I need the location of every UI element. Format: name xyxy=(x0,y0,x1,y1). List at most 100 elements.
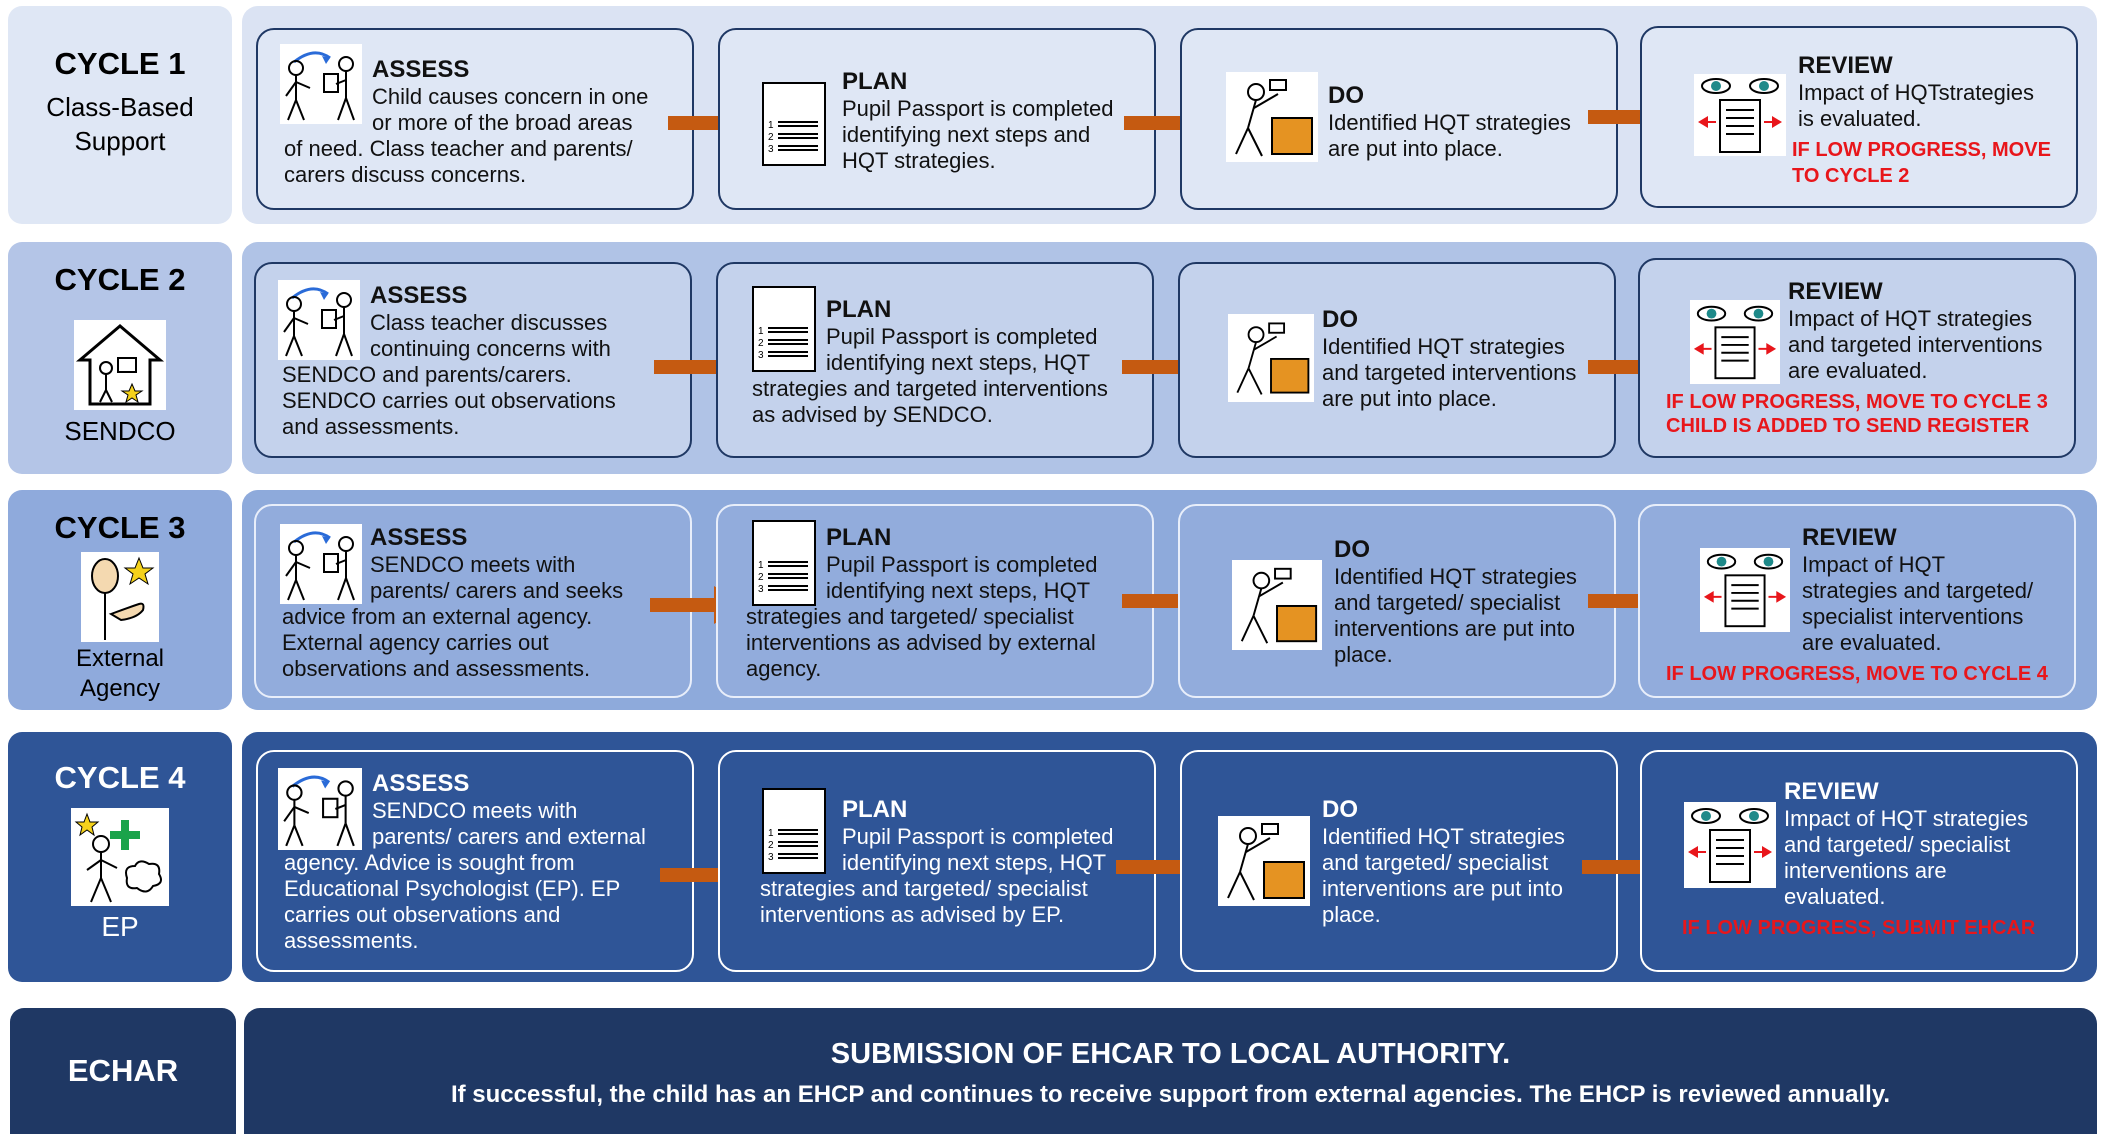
do-line: Identified HQT strategies xyxy=(1334,564,1577,589)
review-warning: IF LOW PROGRESS, MOVE TO CYCLE 4 xyxy=(1666,663,2048,685)
cycle-1-subtitle-line2: Support xyxy=(74,126,166,156)
assess-heading: ASSESS xyxy=(372,56,470,83)
do-heading: DO xyxy=(1328,82,1364,109)
cycle-2-subtitle: SENDCO xyxy=(64,416,176,446)
review-line: interventions are xyxy=(1784,858,1947,883)
do-line: Identified HQT strategies xyxy=(1322,334,1565,359)
cycle-2-assess-card: ASSESS Class teacher discusses continuin… xyxy=(254,262,692,458)
svg-text:3: 3 xyxy=(768,852,774,863)
plan-line: interventions as advised by EP. xyxy=(760,902,1065,927)
sendco-house-icon xyxy=(74,320,166,410)
ep-icon xyxy=(71,808,169,906)
svg-text:1: 1 xyxy=(768,120,774,131)
assess-line: advice from an external agency. xyxy=(282,604,593,629)
cycle-4-assess-card: ASSESS SENDCO meets with parents/ carers… xyxy=(256,750,694,972)
assess-line: assessments. xyxy=(284,928,419,953)
plan-line: Pupil Passport is completed xyxy=(842,824,1114,849)
review-warning: IF LOW PROGRESS, MOVE xyxy=(1792,139,2051,161)
svg-text:3: 3 xyxy=(758,584,764,595)
assess-line: SENDCO meets with xyxy=(372,798,578,823)
review-line: Impact of HQT xyxy=(1802,552,1946,577)
assess-icon xyxy=(278,280,360,360)
do-line: Identified HQT strategies xyxy=(1322,824,1565,849)
cycle-3-subtitle-line1: External xyxy=(75,645,165,672)
external-agency-icon xyxy=(81,552,159,642)
assess-heading: ASSESS xyxy=(370,524,468,551)
review-heading: REVIEW xyxy=(1788,278,1883,305)
cycle-3-do-card: DO Identified HQT strategies and targete… xyxy=(1178,504,1616,698)
plan-line: HQT strategies. xyxy=(842,148,996,173)
review-heading: REVIEW xyxy=(1802,524,1897,551)
cycle-4-do-card: DO Identified HQT strategies and targete… xyxy=(1180,750,1618,972)
cycle-4-title: CYCLE 4 xyxy=(54,760,186,795)
plan-line: identifying next steps, HQT xyxy=(826,350,1091,375)
svg-text:2: 2 xyxy=(758,338,764,349)
do-line: are put into place. xyxy=(1328,136,1503,161)
review-warning: CHILD IS ADDED TO SEND REGISTER xyxy=(1666,415,2030,437)
assess-line: SENDCO and parents/carers. xyxy=(282,362,572,387)
cycle-1-review-card: REVIEW Impact of HQTstrategies is evalua… xyxy=(1640,26,2078,208)
echar-band: SUBMISSION OF EHCAR TO LOCAL AUTHORITY. … xyxy=(244,1008,2097,1134)
plan-line: identifying next steps, HQT xyxy=(842,850,1107,875)
review-eyes-icon xyxy=(1694,74,1786,156)
assess-icon xyxy=(280,44,362,124)
review-line: Impact of HQT strategies xyxy=(1788,306,2033,331)
plan-line: identifying next steps and xyxy=(842,122,1091,147)
assess-line: Educational Psychologist (EP). EP xyxy=(284,876,621,901)
review-warning: IF LOW PROGRESS, SUBMIT EHCAR xyxy=(1682,917,2036,939)
review-eyes-icon xyxy=(1684,802,1776,888)
assess-icon xyxy=(278,768,362,850)
cycle-4-label: CYCLE 4 EP xyxy=(8,732,232,982)
review-eyes-icon xyxy=(1690,300,1780,384)
do-line: and targeted interventions xyxy=(1322,360,1577,385)
cycle-3-review-card: REVIEW Impact of HQT strategies and targ… xyxy=(1638,504,2076,698)
svg-text:3: 3 xyxy=(758,350,764,361)
review-warning: IF LOW PROGRESS, MOVE TO CYCLE 3 xyxy=(1666,391,2048,413)
review-eyes-icon xyxy=(1700,548,1790,632)
review-line: are evaluated. xyxy=(1788,358,1928,383)
cycle-2-title: CYCLE 2 xyxy=(54,262,186,297)
svg-text:1: 1 xyxy=(768,828,774,839)
cycle-3-assess-card: ASSESS SENDCO meets with parents/ carers… xyxy=(254,504,692,698)
cycle-1-label: CYCLE 1 Class-Based Support xyxy=(8,6,232,224)
cycle-2-label: CYCLE 2 SENDCO xyxy=(8,242,232,474)
do-worker-icon xyxy=(1232,560,1322,650)
cycle-1-title: CYCLE 1 xyxy=(54,46,186,81)
echar-title: SUBMISSION OF EHCAR TO LOCAL AUTHORITY. xyxy=(830,1038,1511,1070)
plan-line: Pupil Passport is completed xyxy=(826,324,1098,349)
assess-line: Child causes concern in one xyxy=(372,84,649,109)
cycle-3-label: CYCLE 3 External Agency xyxy=(8,490,232,710)
cycle-2-do-card: DO Identified HQT strategies and targete… xyxy=(1178,262,1616,458)
assess-heading: ASSESS xyxy=(370,282,468,309)
do-heading: DO xyxy=(1334,536,1370,563)
review-heading: REVIEW xyxy=(1798,52,1893,79)
echar-label: ECHAR xyxy=(10,1008,236,1134)
review-line: evaluated. xyxy=(1784,884,1886,909)
review-line: strategies and targeted/ xyxy=(1802,578,2034,603)
cycle-4-review-card: REVIEW Impact of HQT strategies and targ… xyxy=(1640,750,2078,972)
svg-text:2: 2 xyxy=(768,840,774,851)
assess-line: parents/ carers and seeks xyxy=(370,578,624,603)
do-line: and targeted/ specialist xyxy=(1334,590,1561,615)
review-line: are evaluated. xyxy=(1802,630,1942,655)
svg-text:2: 2 xyxy=(768,132,774,143)
plan-line: as advised by SENDCO. xyxy=(752,402,993,427)
plan-line: strategies and targeted/ specialist xyxy=(760,876,1088,901)
svg-text:3: 3 xyxy=(768,144,774,155)
assess-line: observations and assessments. xyxy=(282,656,591,681)
plan-line: identifying next steps, HQT xyxy=(826,578,1091,603)
review-heading: REVIEW xyxy=(1784,778,1879,805)
assess-line: parents/ carers and external xyxy=(372,824,646,849)
assess-line: SENDCO carries out observations xyxy=(282,388,616,413)
assess-line: continuing concerns with xyxy=(370,336,611,361)
do-line: interventions are put into xyxy=(1334,616,1575,641)
plan-heading: PLAN xyxy=(826,524,892,551)
plan-heading: PLAN xyxy=(842,68,908,95)
echar-text: If successful, the child has an EHCP and… xyxy=(450,1081,1891,1108)
do-line: are put into place. xyxy=(1322,386,1497,411)
do-line: Identified HQT strategies xyxy=(1328,110,1571,135)
